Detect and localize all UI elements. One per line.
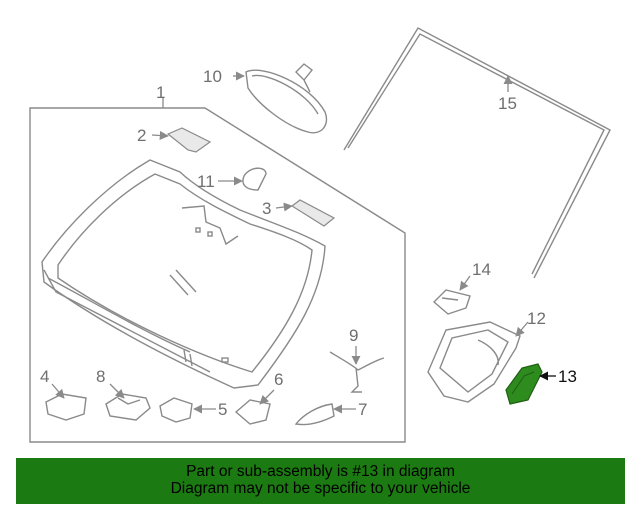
overhead-console-12 (427, 321, 521, 403)
callout-13: 13 (558, 367, 577, 386)
part-13-highlighted[interactable] (505, 363, 543, 405)
callout-6: 6 (274, 370, 283, 389)
callout-12: 12 (527, 309, 546, 328)
rear-view-mirror (245, 63, 328, 134)
callout-leaders (51, 71, 556, 414)
info-banner: Part or sub-assembly is #13 in diagram D… (16, 458, 625, 504)
banner-line-2: Diagram may not be specific to your vehi… (170, 480, 471, 497)
callout-10: 10 (203, 67, 222, 86)
part-7 (294, 403, 335, 426)
callout-4: 4 (40, 367, 49, 386)
callout-labels: 1 2 3 4 5 6 7 8 9 10 11 12 13 14 15 (40, 67, 577, 419)
callout-5: 5 (218, 400, 227, 419)
callout-3: 3 (262, 199, 271, 218)
part-9 (329, 351, 385, 393)
part-3 (290, 199, 336, 227)
callout-11: 11 (197, 172, 215, 191)
callout-2: 2 (137, 126, 146, 145)
part-8 (105, 393, 151, 421)
callout-15: 15 (498, 94, 517, 113)
molding-15 (343, 27, 611, 279)
assembly-panel (29, 107, 406, 443)
windshield-glass (41, 159, 326, 389)
callout-1: 1 (156, 83, 165, 102)
part-11-sensor (242, 167, 267, 191)
callout-14: 14 (472, 260, 491, 279)
part-4 (45, 393, 87, 421)
parts-diagram: 1 2 3 4 5 6 7 8 9 10 11 12 13 14 15 (29, 27, 611, 443)
callout-7: 7 (358, 400, 367, 419)
part-6 (234, 399, 271, 425)
part-14 (432, 289, 471, 315)
part-5 (159, 397, 193, 423)
callout-9: 9 (349, 326, 358, 345)
part-2 (166, 127, 212, 153)
banner-line-1: Part or sub-assembly is #13 in diagram (186, 463, 455, 480)
callout-8: 8 (96, 367, 105, 386)
